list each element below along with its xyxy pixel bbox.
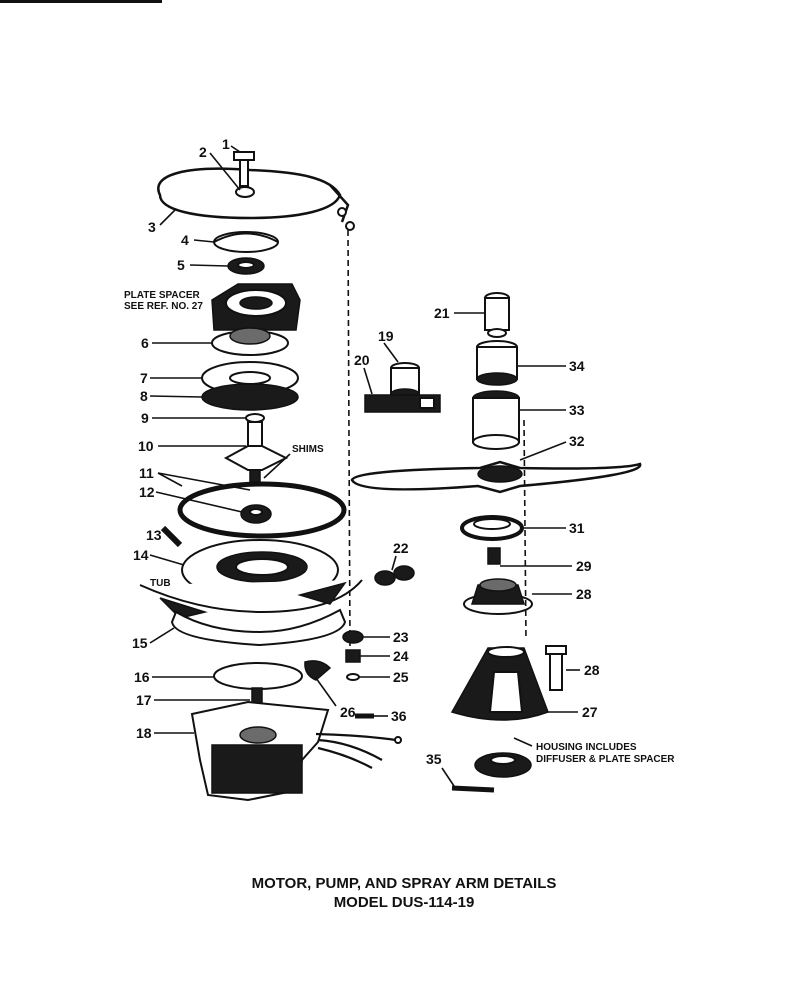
callout-19: 19 xyxy=(378,328,394,344)
callout-17: 17 xyxy=(136,692,152,708)
part-12-seal xyxy=(240,504,272,524)
callout-23: 23 xyxy=(393,629,409,645)
part-10-impeller xyxy=(223,421,289,483)
callout-15: 15 xyxy=(132,635,148,651)
part-1-bolt xyxy=(233,151,255,187)
callout-14: 14 xyxy=(133,547,149,563)
callout-4: 4 xyxy=(181,232,189,248)
plate-spacer-note-line1: PLATE SPACER xyxy=(124,290,201,301)
callout-22: 22 xyxy=(393,540,409,556)
part-9-washer xyxy=(245,413,265,423)
callout-24: 24 xyxy=(393,648,409,664)
callout-33: 33 xyxy=(569,402,585,418)
callout-34: 34 xyxy=(569,358,585,374)
diffuser-gear xyxy=(474,752,532,778)
tub-note: TUB xyxy=(150,578,171,589)
callout-7: 7 xyxy=(140,370,148,386)
scan-edge-mark xyxy=(0,0,162,3)
part-16-disc xyxy=(213,662,303,690)
part-4-cap xyxy=(213,231,279,253)
part-19-filter xyxy=(390,362,420,400)
callout-28-bolt: 28 xyxy=(584,662,600,678)
part-35-screw xyxy=(451,785,495,793)
plate-spacer-note-line2: SEE REF. NO. 27 xyxy=(124,301,203,312)
leader-lines xyxy=(149,145,580,787)
housing-note-line1: HOUSING INCLUDES xyxy=(536,742,637,753)
callout-28-hub: 28 xyxy=(576,586,592,602)
part-13-bolt xyxy=(160,525,183,548)
part-33-sleeve xyxy=(472,390,520,450)
callout-12: 12 xyxy=(139,484,155,500)
diagram-title-line1: MOTOR, PUMP, AND SPRAY ARM DETAILS xyxy=(252,875,557,892)
callout-6: 6 xyxy=(141,335,149,351)
part-32-spray-arm xyxy=(350,460,642,494)
part-5-gear xyxy=(227,257,265,275)
part-21-nozzle xyxy=(484,292,510,338)
part-29-hub xyxy=(463,578,533,615)
part-23-nut xyxy=(342,630,364,644)
callout-13: 13 xyxy=(146,527,162,543)
tub-wall xyxy=(139,579,363,619)
callout-20: 20 xyxy=(354,352,370,368)
part-22-clamp xyxy=(374,565,415,586)
callout-18: 18 xyxy=(136,725,152,741)
part-26-clip xyxy=(304,660,332,681)
plate-spacer-block xyxy=(211,283,301,331)
part-28-bolt xyxy=(545,645,567,691)
part-20-bracket xyxy=(364,394,441,413)
part-34-tube xyxy=(476,340,518,386)
callout-25: 25 xyxy=(393,669,409,685)
part-27-housing xyxy=(450,646,549,721)
housing-note-line2: DIFFUSER & PLATE SPACER xyxy=(536,754,675,765)
callout-1: 1 xyxy=(222,136,230,152)
callout-9: 9 xyxy=(141,410,149,426)
callout-35: 35 xyxy=(426,751,442,767)
part-8-gasket xyxy=(201,383,299,411)
part-6-cover xyxy=(211,327,289,356)
callout-16: 16 xyxy=(134,669,150,685)
shims-note: SHIMS xyxy=(292,444,324,455)
callout-27: 27 xyxy=(582,704,598,720)
callout-32: 32 xyxy=(569,433,585,449)
callout-21: 21 xyxy=(434,305,450,321)
callout-2: 2 xyxy=(199,144,207,160)
callout-31: 31 xyxy=(569,520,585,536)
part-15-flange xyxy=(170,608,347,647)
part-18-motor xyxy=(190,700,330,802)
assembly-dashed-line-right xyxy=(523,419,527,641)
part-24-plug xyxy=(345,649,361,663)
callout-29: 29 xyxy=(576,558,592,574)
part-30-plug xyxy=(487,547,501,565)
callout-8: 8 xyxy=(140,388,148,404)
callout-3: 3 xyxy=(148,219,156,235)
part-25-washer xyxy=(346,673,360,681)
part-3-wire-loop xyxy=(157,167,355,231)
motor-wires xyxy=(315,732,402,769)
callout-11: 11 xyxy=(139,465,154,481)
callout-5: 5 xyxy=(177,257,185,273)
callout-36: 36 xyxy=(391,708,407,724)
callout-10: 10 xyxy=(138,438,154,454)
diagram-title-line2: MODEL DUS-114-19 xyxy=(334,894,475,911)
callout-26: 26 xyxy=(340,704,356,720)
part-31-ring xyxy=(460,515,524,541)
